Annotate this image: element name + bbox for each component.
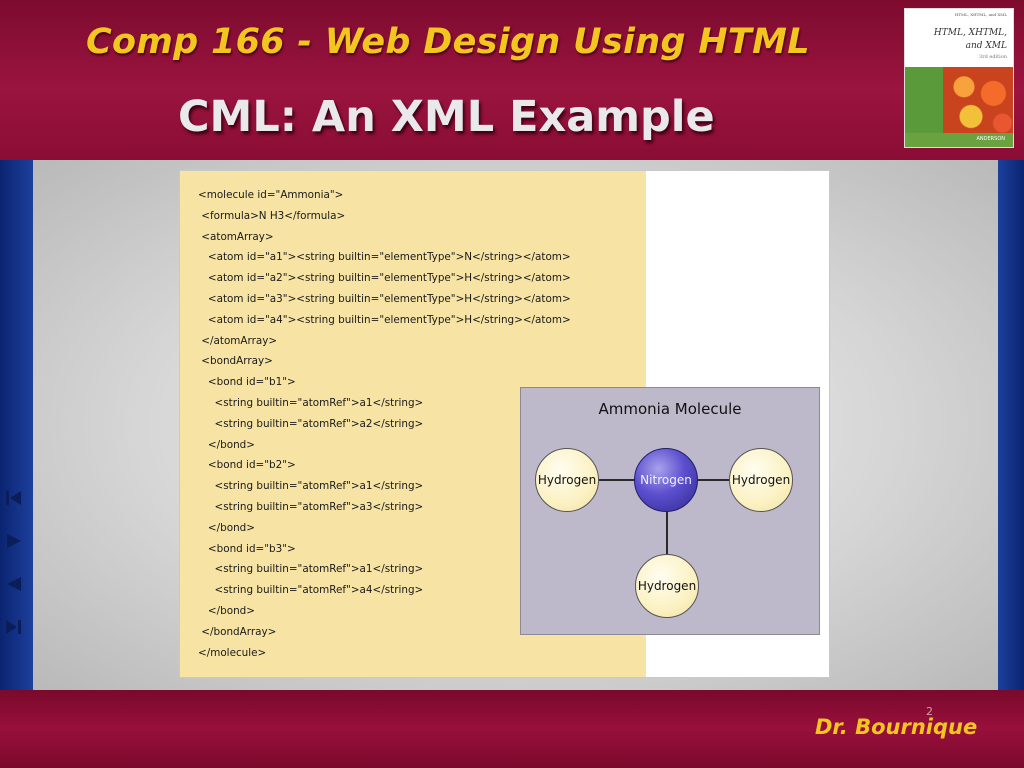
book-cover-top: HTML, XHTML, and XML HTML, XHTML, and XM…	[905, 9, 1013, 67]
code-line: <string builtin="atomRef">a1</string>	[198, 397, 424, 409]
code-line: <bond id="b1">	[198, 376, 296, 389]
code-line: </bond>	[198, 438, 255, 451]
nitrogen-atom: Nitrogen	[634, 448, 698, 512]
code-line: <formula>N H3</formula>	[198, 209, 346, 222]
ammonia-molecule-diagram: Ammonia Molecule Hydrogen Nitrogen Hydro…	[520, 387, 820, 635]
bond-vertical	[666, 480, 668, 586]
code-line: <string builtin="atomRef">a2</string>	[198, 417, 424, 430]
code-line: <string builtin="atomRef">a3</string>	[198, 501, 424, 513]
code-line: <bond id="b2">	[198, 459, 296, 472]
code-line: <string builtin="atomRef">a1</string>	[198, 480, 424, 493]
code-line: <atom id="a2"><string builtin="elementTy…	[198, 272, 571, 285]
book-cover-flower-art	[943, 67, 1013, 133]
author-name: Dr. Bournique	[815, 715, 978, 739]
hydrogen-atom-bottom: Hydrogen	[635, 554, 699, 618]
book-title-line2: and XML	[965, 41, 1007, 51]
book-cover-image: HTML, XHTML, and XML HTML, XHTML, and XM…	[904, 8, 1014, 148]
previous-slide-icon[interactable]	[4, 574, 24, 594]
first-slide-icon[interactable]	[4, 488, 24, 508]
code-line: <atomArray>	[198, 230, 274, 243]
code-line: <string builtin="atomRef">a4</string>	[198, 584, 424, 597]
last-slide-icon[interactable]	[4, 617, 24, 637]
code-line: <bondArray>	[198, 355, 273, 368]
code-line: <string builtin="atomRef">a1</string>	[198, 563, 424, 576]
code-line: </bondArray>	[198, 625, 277, 638]
hydrogen-atom-right: Hydrogen	[729, 448, 793, 512]
slide-footer	[0, 690, 1024, 768]
slide-number: 2	[926, 705, 933, 718]
code-line: <molecule id="Ammonia">	[198, 189, 344, 201]
left-side-bar	[0, 160, 33, 690]
diagram-title: Ammonia Molecule	[598, 400, 742, 418]
course-title: Comp 166 - Web Design Using HTML	[86, 22, 810, 62]
right-side-bar	[998, 160, 1024, 690]
code-line: <atom id="a3"><string builtin="elementTy…	[198, 293, 571, 305]
code-line: </molecule>	[198, 646, 267, 659]
code-line: <bond id="b3">	[198, 542, 296, 555]
cml-figure: <molecule id="Ammonia"> <formula>N H3</f…	[179, 170, 830, 678]
slide-header: Comp 166 - Web Design Using HTML CML: An…	[0, 0, 1024, 160]
book-title-line1: HTML, XHTML,	[933, 28, 1007, 38]
code-line: </atomArray>	[198, 334, 278, 347]
book-cover-bottom-band: ANDERSON	[905, 133, 1013, 147]
hydrogen-atom-left: Hydrogen	[535, 448, 599, 512]
code-line: </bond>	[198, 605, 255, 617]
book-small-text: HTML, XHTML, and XML	[954, 12, 1007, 17]
book-publisher: ANDERSON	[976, 136, 1006, 142]
slide-title: CML: An XML Example	[178, 92, 715, 142]
next-slide-icon[interactable]	[4, 531, 24, 551]
code-line: <atom id="a1"><string builtin="elementTy…	[198, 251, 571, 264]
book-cover-green-band	[905, 67, 943, 133]
book-subtitle: 3rd edition	[979, 54, 1007, 60]
code-line: </bond>	[198, 521, 255, 534]
code-line: <atom id="a4"><string builtin="elementTy…	[198, 313, 571, 326]
